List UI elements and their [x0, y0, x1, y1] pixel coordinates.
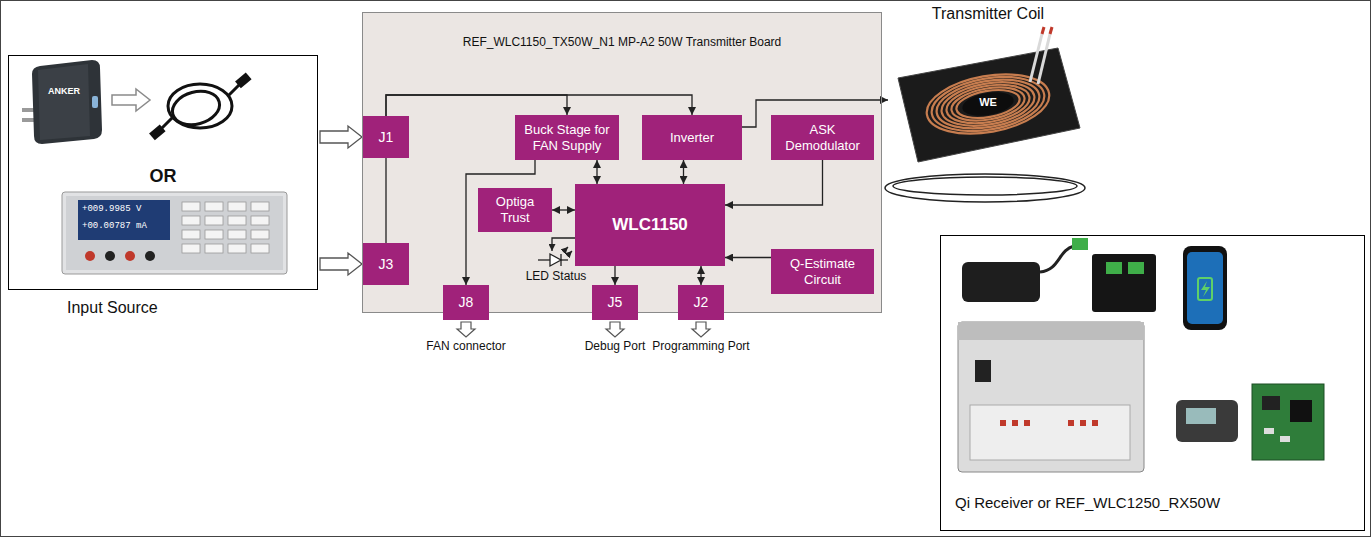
- box-label: Inverter: [666, 130, 718, 146]
- box-label: J5: [604, 294, 627, 311]
- port-label: Programming Port: [641, 339, 761, 353]
- box-label: J2: [690, 294, 713, 311]
- heading-text: Transmitter Coil: [888, 4, 1088, 23]
- box-label: Buck Stage for FAN Supply: [515, 122, 619, 153]
- transmitter-board: REF_WLC1150_TX50W_N1 MP-A2 50W Transmitt…: [362, 12, 882, 313]
- signal-connector: [614, 266, 615, 285]
- signal-connector: [596, 160, 597, 184]
- box-label: J3: [375, 256, 398, 273]
- display-reading: +00.00787 mA: [82, 221, 147, 232]
- port-label: Debug Port: [565, 339, 665, 353]
- port-arrow: [457, 322, 710, 337]
- connector-box: J2: [678, 285, 724, 320]
- charger-picture: [22, 60, 102, 144]
- process-box: Buck Stage for FAN Supply: [515, 115, 619, 160]
- connector-box: J5: [592, 285, 638, 320]
- power-supply-picture: [62, 192, 287, 274]
- cable-picture: [149, 72, 252, 140]
- heading-text: OR: [9, 166, 317, 188]
- box-label: WLC1150: [608, 215, 692, 235]
- signal-connector: [385, 158, 386, 243]
- heading-text: Qi Receiver or REF_WLC1250_RX50W: [955, 494, 1220, 512]
- box-label: J8: [455, 294, 478, 311]
- heading-text: Input Source: [67, 298, 158, 317]
- signal-connector: [725, 257, 771, 258]
- heading-text: REF_WLC1150_TX50W_N1 MP-A2 50W Transmitt…: [363, 35, 881, 49]
- signal-connector: [683, 160, 684, 184]
- leader-line: [552, 238, 575, 251]
- signal-connector: [386, 95, 692, 116]
- receiver-panel: Qi Receiver or REF_WLC1250_RX50W: [940, 235, 1365, 531]
- signal-connector: [552, 209, 575, 210]
- brand-logo: ANKER: [38, 86, 90, 97]
- input-arrow: [320, 126, 362, 148]
- box-label: J1: [375, 129, 398, 146]
- led-symbol: [538, 247, 572, 266]
- box-label: ASK Demodulator: [771, 122, 874, 153]
- process-box: Optiga Trust: [478, 188, 552, 232]
- connector-box: J1: [363, 116, 409, 158]
- coil-picture: [885, 27, 1085, 202]
- input-arrow: [320, 253, 362, 275]
- signal-connector: [386, 95, 567, 116]
- process-box: ASK Demodulator: [771, 115, 874, 160]
- connector-box: J3: [363, 243, 409, 285]
- signal-connector: [700, 266, 701, 285]
- controller-box: WLC1150: [575, 184, 725, 266]
- brand-logo: WE: [973, 96, 1003, 109]
- display-reading: +009.9985 V: [82, 204, 141, 215]
- process-box: Inverter: [642, 115, 742, 160]
- box-label: Optiga Trust: [478, 194, 552, 225]
- flow-arrow: [112, 89, 150, 111]
- port-label: FAN connector: [406, 339, 526, 353]
- box-label: Q-Estimate Circuit: [771, 256, 874, 287]
- status-label: LED Status: [516, 269, 596, 283]
- signal-connector: [725, 160, 823, 205]
- board-ground: [362, 12, 882, 313]
- connector-box: J8: [443, 285, 489, 320]
- receiver-pictures: [958, 238, 1324, 472]
- process-box: Q-Estimate Circuit: [771, 249, 874, 294]
